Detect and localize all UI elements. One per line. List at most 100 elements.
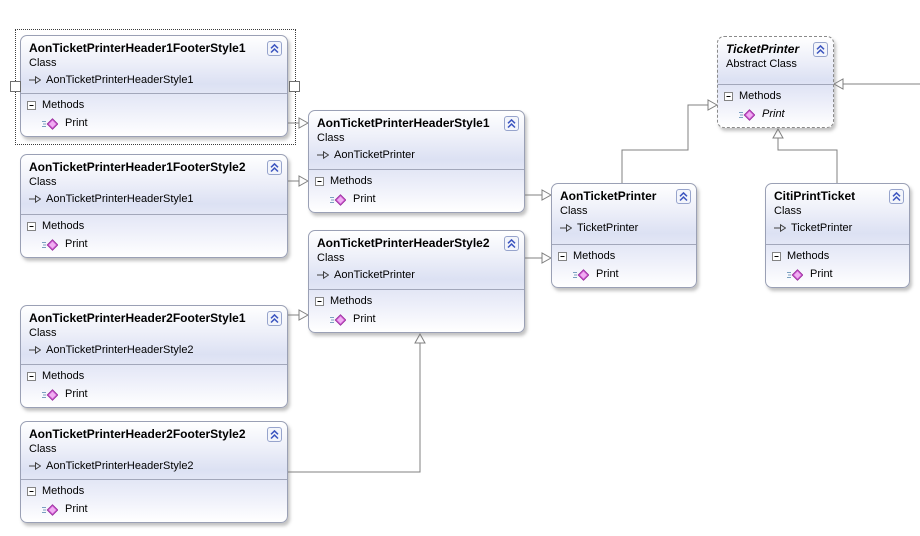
inheritance-connector-h2f2-to-style2[interactable]: [288, 343, 421, 473]
method-row[interactable]: Print: [21, 498, 287, 522]
class-box-aon-ticket-printer-header1-footer-style1[interactable]: AonTicketPrinterHeader1FooterStyle1 Clas…: [20, 35, 288, 137]
resize-handle-right[interactable]: [289, 81, 300, 92]
class-title: AonTicketPrinterHeader2FooterStyle1: [29, 311, 246, 325]
class-kind-label: Class: [317, 252, 345, 264]
methods-section-header: Methods: [309, 170, 524, 188]
base-class-name: AonTicketPrinterHeaderStyle1: [46, 74, 194, 86]
collapse-chevron-button[interactable]: [267, 41, 282, 56]
class-box-aon-ticket-printer-header1-footer-style2[interactable]: AonTicketPrinterHeader1FooterStyle2 Clas…: [20, 154, 288, 258]
collapse-minus-icon[interactable]: [27, 101, 36, 110]
chevron-up-icon: [889, 189, 904, 204]
compartment-separator: [21, 364, 287, 365]
methods-section-header: Methods: [21, 215, 287, 233]
collapse-chevron-button[interactable]: [267, 427, 282, 442]
class-box-aon-ticket-printer-header-style2[interactable]: AonTicketPrinterHeaderStyle2 Class AonTi…: [308, 230, 525, 333]
collapse-minus-icon[interactable]: [315, 177, 324, 186]
method-row[interactable]: Print: [21, 233, 287, 257]
collapse-minus-icon[interactable]: [27, 372, 36, 381]
method-name: Print: [65, 117, 88, 129]
method-name: Print: [353, 193, 376, 205]
method-icon: [42, 238, 58, 251]
method-icon: [739, 108, 755, 121]
inherits-arrow-icon: [774, 224, 786, 232]
collapse-chevron-button[interactable]: [504, 236, 519, 251]
collapse-minus-icon[interactable]: [724, 92, 733, 101]
compartment-separator: [21, 93, 287, 94]
method-row[interactable]: Print: [21, 383, 287, 407]
compartment-separator: [309, 169, 524, 170]
class-box-aon-ticket-printer-header-style1[interactable]: AonTicketPrinterHeaderStyle1 Class AonTi…: [308, 110, 525, 213]
chevron-up-icon: [267, 427, 282, 442]
methods-section-header: Methods: [718, 85, 833, 103]
class-title-bar: AonTicketPrinterHeader1FooterStyle2: [21, 155, 287, 175]
inheritance-connector-aonticketprinter-to-ticketprinter[interactable]: [621, 104, 708, 183]
base-class-name: AonTicketPrinter: [334, 269, 415, 281]
method-name: Print: [65, 388, 88, 400]
class-kind-label: Class: [774, 205, 802, 217]
chevron-up-icon: [267, 41, 282, 56]
chevron-up-icon: [504, 116, 519, 131]
method-row[interactable]: Print: [309, 308, 524, 332]
inheritance-connector-citiprintticket-to-ticketprinter[interactable]: [777, 138, 838, 183]
method-row[interactable]: Print: [766, 263, 909, 287]
class-title-bar: AonTicketPrinterHeader2FooterStyle2: [21, 422, 287, 442]
methods-label: Methods: [42, 485, 85, 497]
chevron-up-icon: [676, 189, 691, 204]
class-title-bar: CitiPrintTicket: [766, 184, 909, 204]
class-box-aon-ticket-printer-header2-footer-style2[interactable]: AonTicketPrinterHeader2FooterStyle2 Clas…: [20, 421, 288, 523]
base-class-name: AonTicketPrinter: [334, 149, 415, 161]
collapse-chevron-button[interactable]: [267, 311, 282, 326]
compartment-separator: [21, 214, 287, 215]
method-icon: [42, 503, 58, 516]
collapse-chevron-button[interactable]: [676, 189, 691, 204]
base-type-row: TicketPrinter: [552, 218, 696, 235]
collapse-minus-icon[interactable]: [315, 297, 324, 306]
collapse-chevron-button[interactable]: [813, 42, 828, 57]
methods-label: Methods: [330, 175, 373, 187]
method-name: Print: [65, 238, 88, 250]
class-kind-label: Class: [29, 443, 57, 455]
method-name: Print: [596, 268, 619, 280]
methods-label: Methods: [42, 370, 85, 382]
methods-label: Methods: [573, 250, 616, 262]
class-title-bar: AonTicketPrinterHeader2FooterStyle1: [21, 306, 287, 326]
chevron-up-icon: [267, 311, 282, 326]
method-name: Print: [353, 313, 376, 325]
method-icon: [42, 117, 58, 130]
class-box-citi-print-ticket[interactable]: CitiPrintTicket Class TicketPrinter Meth…: [765, 183, 910, 288]
inheritance-arrowhead: [541, 252, 553, 264]
collapse-minus-icon[interactable]: [772, 252, 781, 261]
inherits-arrow-icon: [29, 462, 41, 470]
class-box-ticket-printer[interactable]: TicketPrinter Abstract Class Methods Pri…: [717, 36, 834, 128]
method-row[interactable]: Print: [552, 263, 696, 287]
method-icon: [330, 313, 346, 326]
base-type-row: AonTicketPrinter: [309, 265, 524, 282]
collapse-chevron-button[interactable]: [889, 189, 904, 204]
class-box-aon-ticket-printer[interactable]: AonTicketPrinter Class TicketPrinter Met…: [551, 183, 697, 288]
methods-section-header: Methods: [21, 94, 287, 112]
class-title: TicketPrinter: [726, 42, 800, 56]
method-name: Print: [65, 503, 88, 515]
base-class-name: AonTicketPrinterHeaderStyle2: [46, 344, 194, 356]
collapse-minus-icon[interactable]: [558, 252, 567, 261]
methods-section-header: Methods: [766, 245, 909, 263]
compartment-separator: [21, 479, 287, 480]
collapse-minus-icon[interactable]: [27, 487, 36, 496]
class-title: AonTicketPrinterHeaderStyle2: [317, 236, 490, 250]
class-kind-label: Class: [29, 327, 57, 339]
class-kind-label: Abstract Class: [726, 58, 797, 70]
method-row[interactable]: Print: [21, 112, 287, 136]
method-icon: [330, 193, 346, 206]
resize-handle-left[interactable]: [10, 81, 21, 92]
collapse-chevron-button[interactable]: [267, 160, 282, 175]
method-icon: [573, 268, 589, 281]
collapse-minus-icon[interactable]: [27, 222, 36, 231]
base-type-row: TicketPrinter: [766, 218, 909, 235]
method-row[interactable]: Print: [718, 103, 833, 127]
base-type-row: AonTicketPrinterHeaderStyle2: [21, 340, 287, 357]
method-row[interactable]: Print: [309, 188, 524, 212]
base-type-row: AonTicketPrinter: [309, 145, 524, 162]
class-box-aon-ticket-printer-header2-footer-style1[interactable]: AonTicketPrinterHeader2FooterStyle1 Clas…: [20, 305, 288, 408]
collapse-chevron-button[interactable]: [504, 116, 519, 131]
